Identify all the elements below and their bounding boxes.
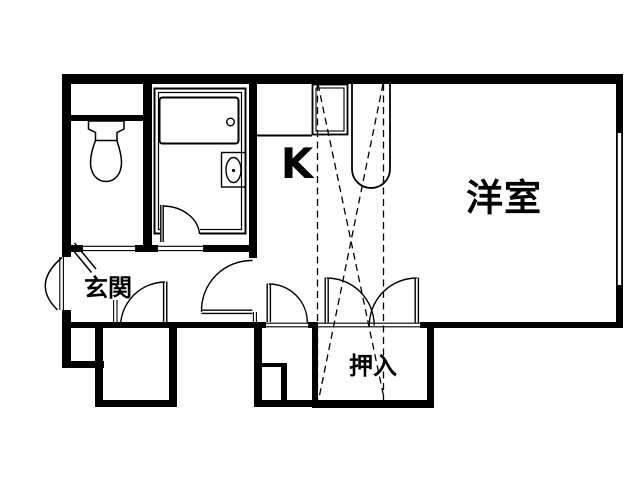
closet-double-door (324, 277, 420, 326)
kitchen-fixtures (256, 83, 391, 189)
hall-door-genkan-arc (119, 281, 166, 327)
toilet (87, 120, 125, 183)
front-door-arc (44, 256, 63, 311)
hall-door-genkan (119, 281, 168, 327)
dashed-diagonal (317, 83, 385, 399)
dashed-marks (316, 83, 385, 400)
kitchen-sink-unit (351, 84, 391, 189)
wall-toilet-right (143, 84, 152, 252)
wall-bottom-right (420, 322, 623, 328)
bath-door-arc (163, 205, 201, 235)
toilet-shelf (71, 115, 143, 121)
walls (62, 74, 623, 408)
bath-sink-bowl (225, 156, 242, 184)
kitchen-stove-outer (311, 83, 349, 136)
window-right-wall (617, 133, 622, 285)
wall-step-stub (62, 361, 104, 368)
bathtub (158, 96, 240, 145)
closet-door-right-arc (368, 277, 417, 326)
toilet-bowl (89, 140, 123, 183)
hall-door-kitchen (200, 259, 253, 315)
hall-door-kitchen-arc (200, 259, 253, 312)
room-label-western-room: 洋室 (466, 176, 542, 220)
closet-door-left-arc (326, 277, 375, 326)
lower-room-wall-left (254, 328, 262, 407)
room-label-entrance: 玄関 (84, 274, 132, 302)
porch-wall-left (95, 325, 103, 407)
toilet-door-line (69, 246, 93, 273)
kitchen-stove-inner (315, 87, 345, 132)
closet-wall-right (427, 328, 434, 407)
bath-sink (220, 151, 247, 188)
porch-wall-right (169, 325, 177, 407)
room-label-kitchen: K (280, 139, 314, 188)
bath-door (160, 205, 201, 242)
unit-bath-outer (153, 87, 247, 235)
lower-room-door (266, 283, 308, 323)
wall-left-lower (62, 310, 71, 368)
wall-hall-top-a (71, 245, 83, 252)
wall-hall-top-b (135, 245, 158, 252)
unit-bath (153, 87, 247, 235)
wall-bottom-mid (308, 322, 318, 328)
toilet-tank (87, 120, 125, 142)
wall-top (62, 74, 623, 84)
bath-sink-counter (220, 151, 247, 188)
lower-room-door-arc (268, 283, 308, 323)
front-door (44, 256, 64, 311)
bath-sink-tap (231, 168, 236, 173)
toilet-door (69, 242, 97, 273)
thresholds (83, 245, 420, 328)
closet-wall-left (312, 328, 318, 407)
lower-room-step-h (262, 363, 287, 367)
wall-bath-right (249, 84, 257, 258)
wall-left-upper (62, 74, 71, 257)
lower-room-step-v (281, 363, 287, 407)
bathtub-drain (225, 117, 235, 127)
room-label-closet: 押入 (349, 352, 397, 380)
closet-wall-bottom (312, 400, 434, 408)
wall-hall-top-c (203, 245, 257, 252)
porch-wall-bottom (95, 400, 177, 407)
bathtub-rim (158, 96, 240, 145)
toilet-door-line (73, 242, 97, 270)
dashed-diagonal (318, 83, 384, 399)
bath-door-gap (160, 225, 200, 237)
